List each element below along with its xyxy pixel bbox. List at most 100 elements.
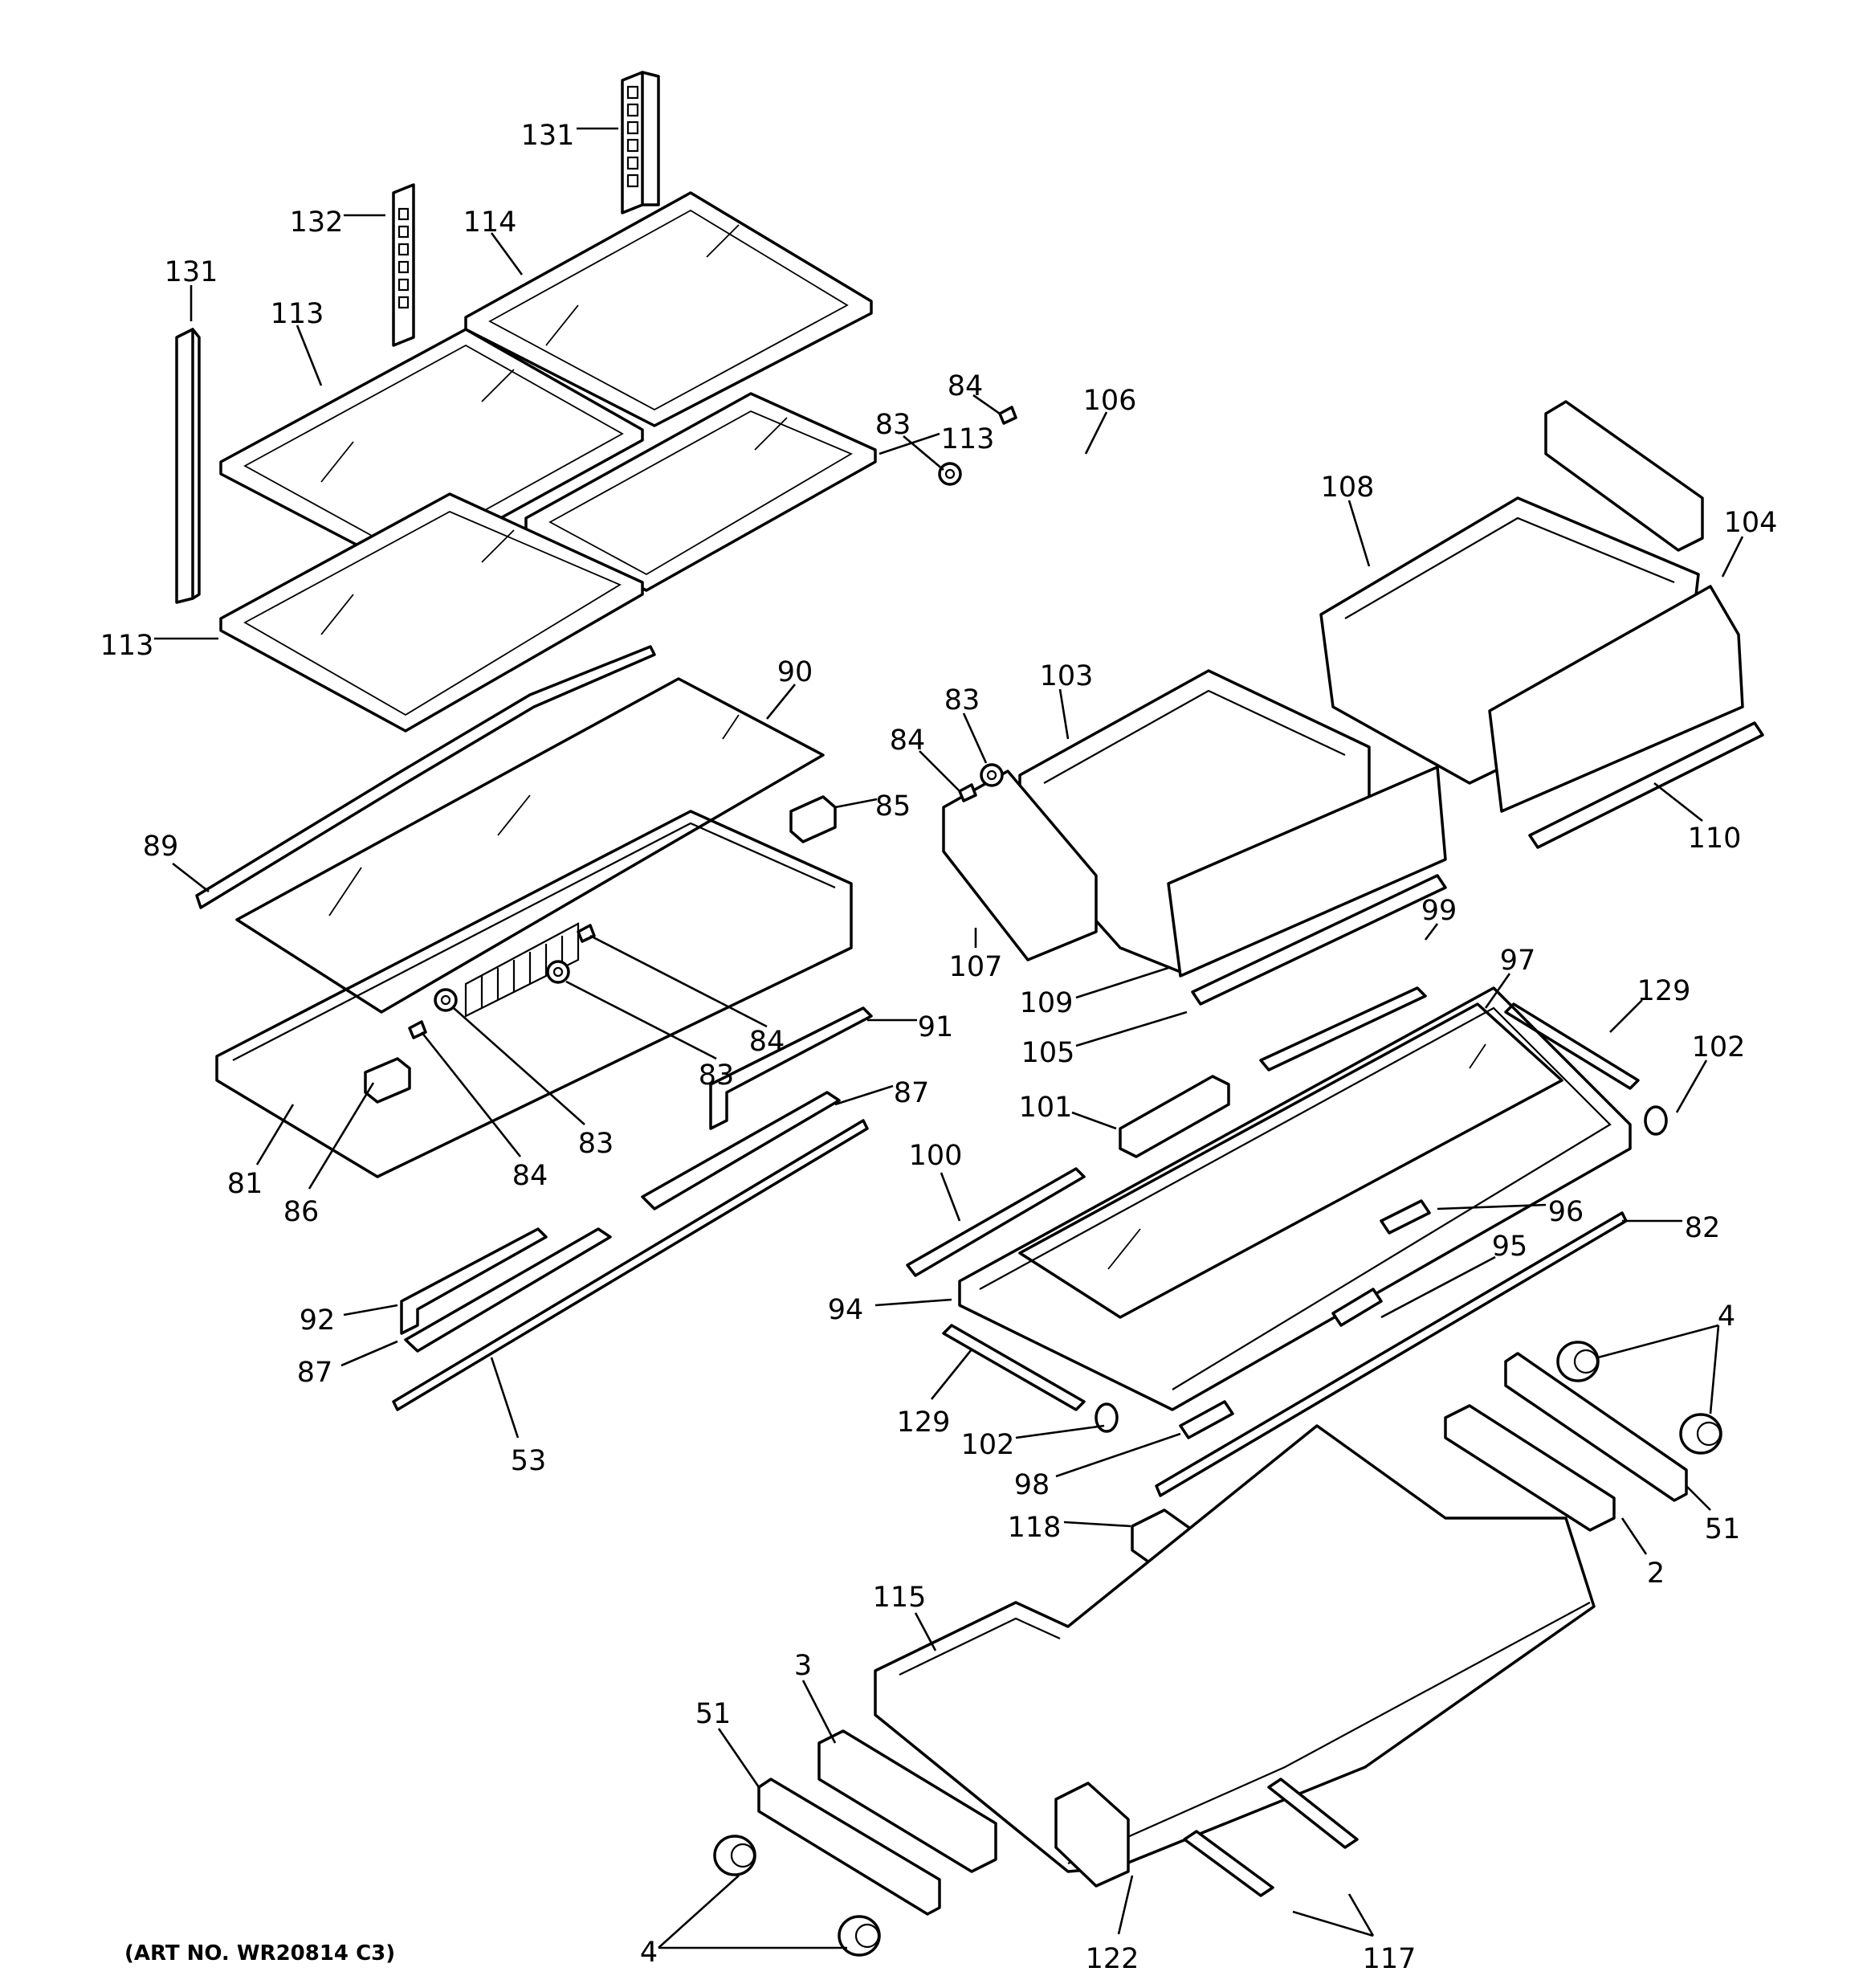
leader-line-c104 (1721, 536, 1744, 578)
leader-line-c102a (1675, 1059, 1708, 1113)
roller-4-right-upper (1556, 1341, 1600, 1382)
leader-line-c4a (1597, 1324, 1719, 1359)
leader-line-c89 (172, 862, 210, 893)
callout-c113b: 113 (941, 423, 995, 455)
callout-c117: 117 (1363, 1943, 1417, 1975)
callout-c87b: 87 (297, 1357, 333, 1389)
slide-bracket-2 (1444, 1404, 1616, 1532)
callout-c115: 115 (873, 1582, 927, 1614)
leader-line-c51a (1686, 1485, 1711, 1511)
leader-line-c110 (1653, 782, 1703, 823)
callout-c92: 92 (300, 1304, 336, 1337)
leader-line-c103 (1058, 688, 1070, 740)
rail-53 (392, 1119, 869, 1411)
leader-line-c3 (801, 1680, 837, 1744)
leader-line-c101 (1071, 1111, 1117, 1130)
slide-bracket-3 (817, 1729, 997, 1873)
callout-c82: 82 (1685, 1212, 1721, 1244)
leader-line-c84c (972, 394, 1001, 415)
drawer-trim-122 (1054, 1782, 1130, 1888)
callout-c129b: 129 (897, 1406, 951, 1439)
callout-c4b: 4 (640, 1937, 658, 1969)
callout-c87a: 87 (894, 1077, 930, 1109)
callout-c99: 99 (1421, 895, 1457, 927)
callout-c102a: 102 (1692, 1031, 1746, 1063)
art-number-label: (ART NO. WR20814 C3) (124, 1941, 395, 1966)
callout-c83b: 83 (578, 1128, 614, 1160)
callout-c103: 103 (1040, 660, 1094, 692)
callout-c105: 105 (1021, 1037, 1075, 1069)
leader-line-c83b (453, 1007, 585, 1125)
leader-line-c81 (255, 1104, 295, 1165)
callout-c113c: 113 (100, 630, 154, 662)
glass-shelf-97 (1018, 1002, 1563, 1319)
knob-83-and-screw-84-left (408, 924, 596, 1039)
pan-front-104 (1488, 585, 1744, 813)
roller-4-right-lower (1679, 1413, 1722, 1455)
callout-c81: 81 (227, 1168, 263, 1200)
pan-support-107 (942, 769, 1098, 961)
leader-line-c100 (940, 1172, 961, 1222)
callout-c114: 114 (463, 206, 517, 239)
leader-line-c102b (1015, 1424, 1105, 1439)
callout-c131a: 131 (521, 120, 575, 152)
glass-shelf-113-lower-left (219, 492, 644, 733)
leader-line-c114 (490, 232, 524, 276)
callout-c83a: 83 (699, 1059, 735, 1092)
shelf-upright-131-rear (621, 71, 660, 214)
shelf-frame-94 (958, 986, 1632, 1411)
stop-102-left (1095, 1402, 1119, 1433)
bracket-91 (709, 1006, 873, 1130)
callout-c83d: 83 (944, 684, 980, 716)
leader-line-c84d (919, 750, 960, 792)
cover-glass-90 (235, 677, 825, 1014)
drawer-115 (874, 1424, 1596, 1873)
leader-line-c53 (490, 1357, 520, 1439)
callout-c95: 95 (1492, 1231, 1528, 1263)
shelf-upright-131-side (175, 328, 201, 604)
callout-c53: 53 (511, 1445, 547, 1477)
roller-4-left-upper (713, 1835, 756, 1876)
callout-c83c: 83 (875, 409, 911, 441)
leader-line-c85 (834, 798, 878, 809)
callout-c84a: 84 (749, 1026, 785, 1058)
callout-c106: 106 (1083, 385, 1137, 417)
leader-line-c51b (717, 1728, 760, 1788)
callout-c107: 107 (949, 951, 1003, 983)
leader-line-c129a (1609, 999, 1643, 1033)
leader-line-c106 (1084, 411, 1108, 455)
callout-c3: 3 (794, 1650, 812, 1682)
callout-c51b: 51 (695, 1698, 732, 1730)
callout-c129a: 129 (1637, 975, 1691, 1007)
stop-102-right (1644, 1105, 1668, 1136)
glass-shelf-113-upper-left (219, 328, 644, 572)
callout-c98: 98 (1014, 1469, 1050, 1501)
drawer-runner-117 (1183, 1778, 1359, 1897)
callout-c96: 96 (1548, 1196, 1584, 1228)
callout-c113a: 113 (271, 298, 324, 330)
leader-line-extra-0 (1709, 1325, 1720, 1414)
leader-line-c83a (565, 980, 717, 1060)
pan-trim-110 (1528, 721, 1764, 849)
callout-c51a: 51 (1705, 1513, 1741, 1545)
callout-c97: 97 (1500, 945, 1536, 977)
leader-line-c84a (589, 934, 768, 1028)
leader-line-c86 (308, 1082, 375, 1190)
callout-c108: 108 (1321, 471, 1375, 504)
leader-line-c98 (1055, 1432, 1181, 1478)
leader-line-c90 (765, 684, 797, 720)
humidity-control-85 (789, 795, 837, 843)
trim-99 (1259, 986, 1427, 1072)
leader-line-c129b (930, 1349, 973, 1400)
knob-83-and-screw-84-right (938, 406, 1017, 802)
callout-c102b: 102 (961, 1429, 1015, 1461)
clip-96 (1380, 1199, 1431, 1235)
callout-c89: 89 (143, 831, 179, 863)
leader-line-c113b (879, 432, 940, 455)
callout-c86: 86 (283, 1196, 320, 1228)
clip-98 (1179, 1400, 1234, 1439)
leader-line-c96 (1437, 1203, 1547, 1210)
callout-c90: 90 (777, 656, 813, 688)
slide-rail-51-right (1504, 1352, 1688, 1502)
